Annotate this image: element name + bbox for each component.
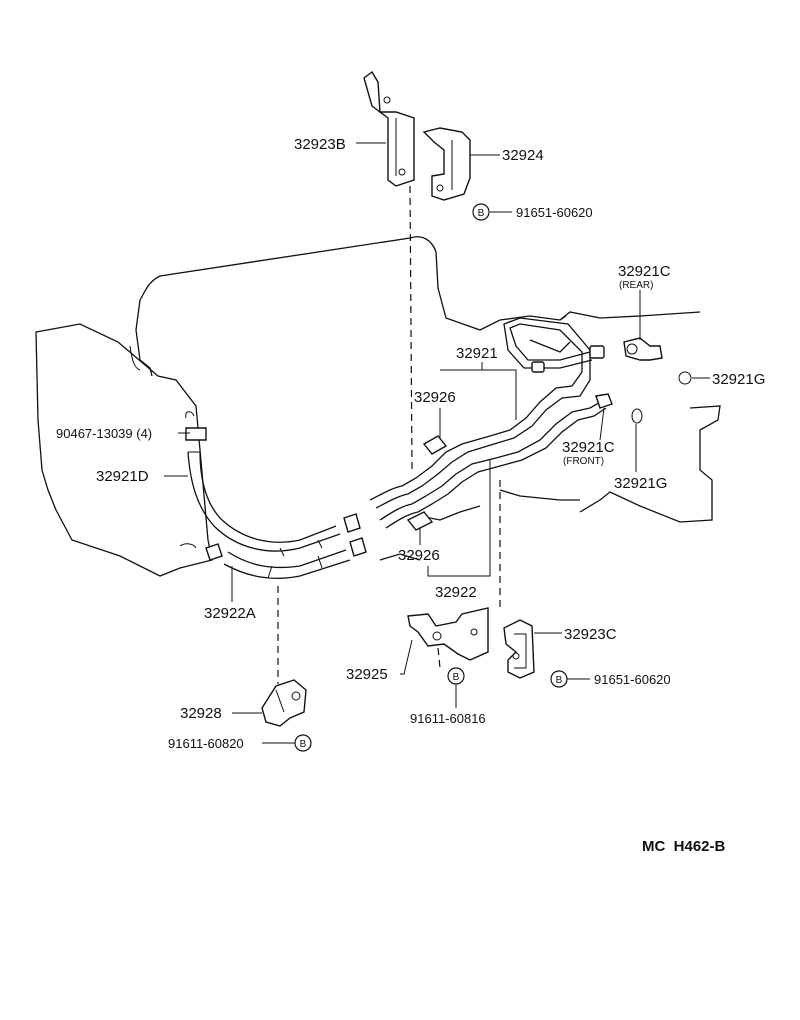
hose-clamp-90467 [179, 411, 367, 561]
label-32921: 32921 [456, 345, 498, 362]
label-32924: 32924 [502, 147, 544, 164]
assembly-dashed-lines [277, 185, 501, 684]
bracket-32925 [407, 607, 489, 661]
union-32921C-rear [623, 337, 663, 361]
label-32921D: 32921D [96, 468, 149, 485]
label-32926-upper: 32926 [414, 389, 456, 406]
label-32923B: 32923B [294, 136, 346, 153]
svg-text:B: B [478, 208, 485, 219]
bolt-marker-left: B [294, 734, 312, 752]
cooler-pipe-32921 [369, 317, 593, 509]
label-front-note: (FRONT) [563, 456, 604, 467]
label-32923C: 32923C [564, 626, 617, 643]
bolt-marker-right: B [550, 670, 568, 688]
bracket-32924 [422, 127, 471, 201]
leader-lines [164, 142, 710, 744]
label-bolt-91651-top: 91651-60620 [516, 205, 593, 220]
bracket-32923C [503, 619, 535, 679]
bracket-32923B [363, 70, 415, 187]
svg-text:B: B [453, 672, 460, 683]
svg-text:B: B [300, 739, 307, 750]
label-rear-note: (REAR) [619, 280, 653, 291]
grommet-32926-upper [422, 435, 448, 455]
label-32928: 32928 [180, 705, 222, 722]
label-32921C-front: 32921C [562, 439, 615, 456]
diagram-code: MC H462-B [642, 838, 726, 855]
label-32921G-right: 32921G [712, 371, 765, 388]
union-32921C-front [595, 393, 613, 409]
label-bolt-91611-center: 91611-60816 [410, 711, 486, 726]
label-32922A: 32922A [204, 605, 256, 622]
pipe-end-fitting-upper [531, 345, 605, 373]
hose-32921D [187, 451, 341, 557]
label-32921C-rear: 32921C [618, 263, 671, 280]
svg-text:B: B [556, 675, 563, 686]
label-32926-lower: 32926 [398, 547, 440, 564]
label-bolt-91611-left: 91611-60820 [168, 736, 244, 751]
hose-32922A [223, 549, 351, 579]
transmission-housing [35, 236, 721, 577]
cooler-pipe-32922 [379, 399, 607, 529]
label-32922: 32922 [435, 584, 477, 601]
label-bolt-91651-right: 91651-60620 [594, 672, 671, 687]
bolt-marker-top: B [472, 203, 490, 221]
bracket-32928 [261, 679, 307, 727]
label-hose-clamp-90467: 90467-13039 (4) [56, 426, 152, 441]
label-32921G-lower: 32921G [614, 475, 667, 492]
grommet-32926-lower [406, 511, 434, 531]
bolt-marker-center: B [447, 667, 465, 685]
gasket-32921G [631, 371, 692, 424]
label-32925: 32925 [346, 666, 388, 683]
